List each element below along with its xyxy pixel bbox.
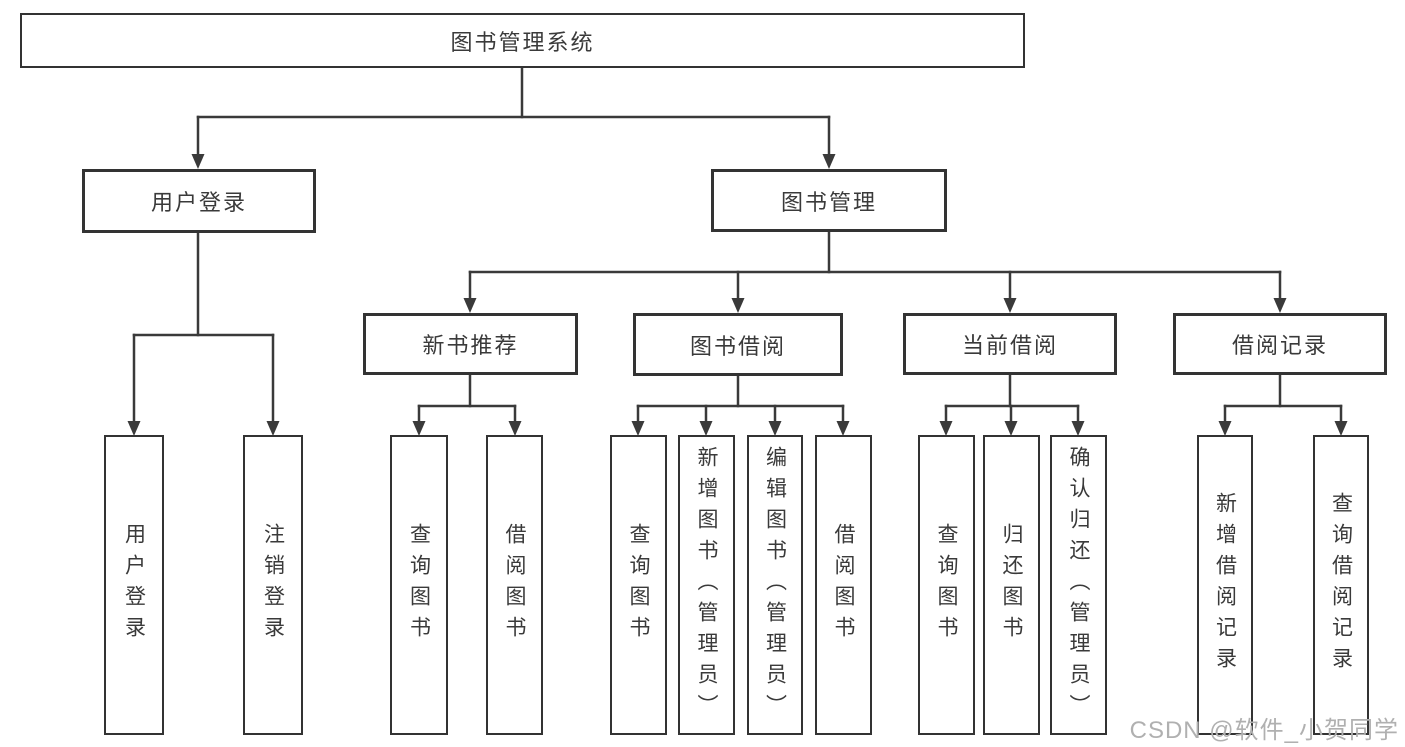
leaf-confirm-return-admin: 确认归还（管理员） xyxy=(1050,435,1107,735)
leaf-search-borrow-record: 查询借阅记录 xyxy=(1313,435,1369,735)
leaf-add-borrow-record: 新增借阅记录 xyxy=(1197,435,1253,735)
leaf-label: 查询图书 xyxy=(407,523,431,647)
leaf-label: 归还图书 xyxy=(1000,523,1023,647)
node-user-login: 用户登录 xyxy=(82,169,316,233)
leaf-label: 查询图书 xyxy=(935,523,958,647)
node-library-management-system: 图书管理系统 xyxy=(20,13,1025,68)
leaf-edit-books-admin: 编辑图书（管理员） xyxy=(747,435,803,735)
node-label: 新书推荐 xyxy=(422,333,519,358)
leaf-label: 查询图书 xyxy=(627,523,650,647)
leaf-label: 借阅图书 xyxy=(503,523,526,647)
leaf-search-books-recommend: 查询图书 xyxy=(390,435,448,735)
leaf-logout: 注销登录 xyxy=(243,435,303,735)
node-new-book-recommendation: 新书推荐 xyxy=(363,313,578,375)
node-label: 图书借阅 xyxy=(689,333,786,359)
leaf-search-books-current: 查询图书 xyxy=(918,435,975,735)
node-label: 借阅记录 xyxy=(1231,333,1328,358)
leaf-return-books: 归还图书 xyxy=(983,435,1040,735)
leaf-label: 确认归还（管理员） xyxy=(1067,445,1090,725)
leaf-label: 查询借阅记录 xyxy=(1329,492,1353,678)
leaf-label: 编辑图书（管理员） xyxy=(763,445,787,725)
node-book-borrowing: 图书借阅 xyxy=(633,313,843,376)
node-book-management: 图书管理 xyxy=(711,169,947,232)
node-current-borrowing: 当前借阅 xyxy=(903,313,1117,375)
leaf-label: 注销登录 xyxy=(261,523,285,647)
node-label: 当前借阅 xyxy=(961,333,1058,358)
leaf-borrow-books-borrowing: 借阅图书 xyxy=(815,435,872,735)
node-label: 用户登录 xyxy=(150,190,247,215)
leaf-label: 新增借阅记录 xyxy=(1213,492,1237,678)
node-borrowing-records: 借阅记录 xyxy=(1173,313,1387,375)
leaf-label: 借阅图书 xyxy=(832,523,855,647)
node-label: 图书管理 xyxy=(780,189,877,215)
leaf-label: 用户登录 xyxy=(122,523,146,647)
leaf-borrow-books-recommend: 借阅图书 xyxy=(486,435,543,735)
node-label: 图书管理系统 xyxy=(450,29,595,55)
leaf-add-books-admin: 新增图书（管理员） xyxy=(678,435,735,735)
csdn-watermark: CSDN @软件_小贺同学 xyxy=(1129,717,1399,744)
leaf-user-login: 用户登录 xyxy=(104,435,164,735)
leaf-label: 新增图书（管理员） xyxy=(695,445,718,725)
leaf-search-books-borrowing: 查询图书 xyxy=(610,435,667,735)
